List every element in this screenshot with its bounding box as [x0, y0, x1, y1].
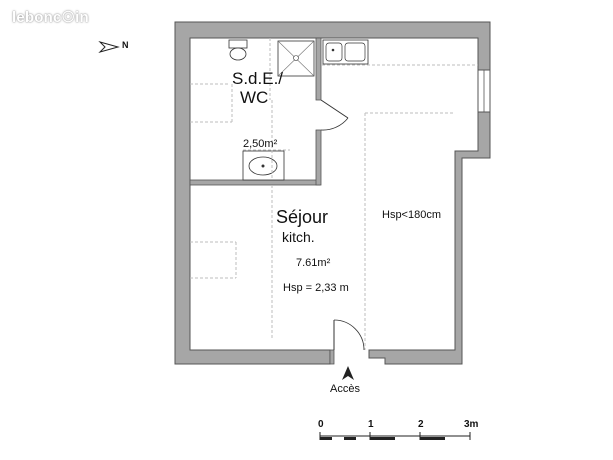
exterior-walls — [174, 21, 491, 365]
watermark-logo: lebonc☉in — [12, 9, 89, 26]
north-label: N — [122, 40, 129, 50]
living-room-name: Séjour — [276, 207, 329, 227]
shower-icon — [277, 40, 315, 77]
access-arrow-icon — [342, 366, 354, 380]
bathroom-name-line1: S.d.E./ — [232, 69, 284, 88]
partition-wall-upper — [315, 37, 322, 101]
scale-tick-0: 0 — [318, 419, 324, 430]
living-room-subname: kitch. — [282, 229, 315, 245]
entrance-label: Accès — [330, 383, 360, 395]
dashed-guides — [190, 38, 478, 350]
scale-bar — [319, 432, 471, 440]
bathroom-area: 2,50m² — [243, 138, 278, 150]
window — [477, 69, 491, 113]
scale-tick-3: 3m — [464, 419, 479, 430]
scale-tick-2: 2 — [418, 419, 424, 430]
partition-wall-vertical — [315, 129, 322, 186]
kitchen-sink-icon — [322, 39, 369, 65]
washbasin-icon — [242, 150, 285, 181]
bathroom-name-line2: WC — [240, 88, 269, 107]
north-arrow-icon — [98, 41, 120, 53]
partition-wall-horizontal — [189, 179, 321, 186]
entrance-door — [333, 319, 365, 351]
entrance-jamb — [329, 349, 335, 365]
bathroom-door — [320, 99, 349, 131]
toilet-icon — [228, 39, 248, 61]
scale-tick-1: 1 — [368, 419, 374, 430]
living-room-area: 7.61m² — [296, 257, 331, 269]
ceiling-height-label: Hsp = 2,33 m — [283, 282, 349, 294]
low-ceiling-label: Hsp<180cm — [382, 209, 442, 221]
